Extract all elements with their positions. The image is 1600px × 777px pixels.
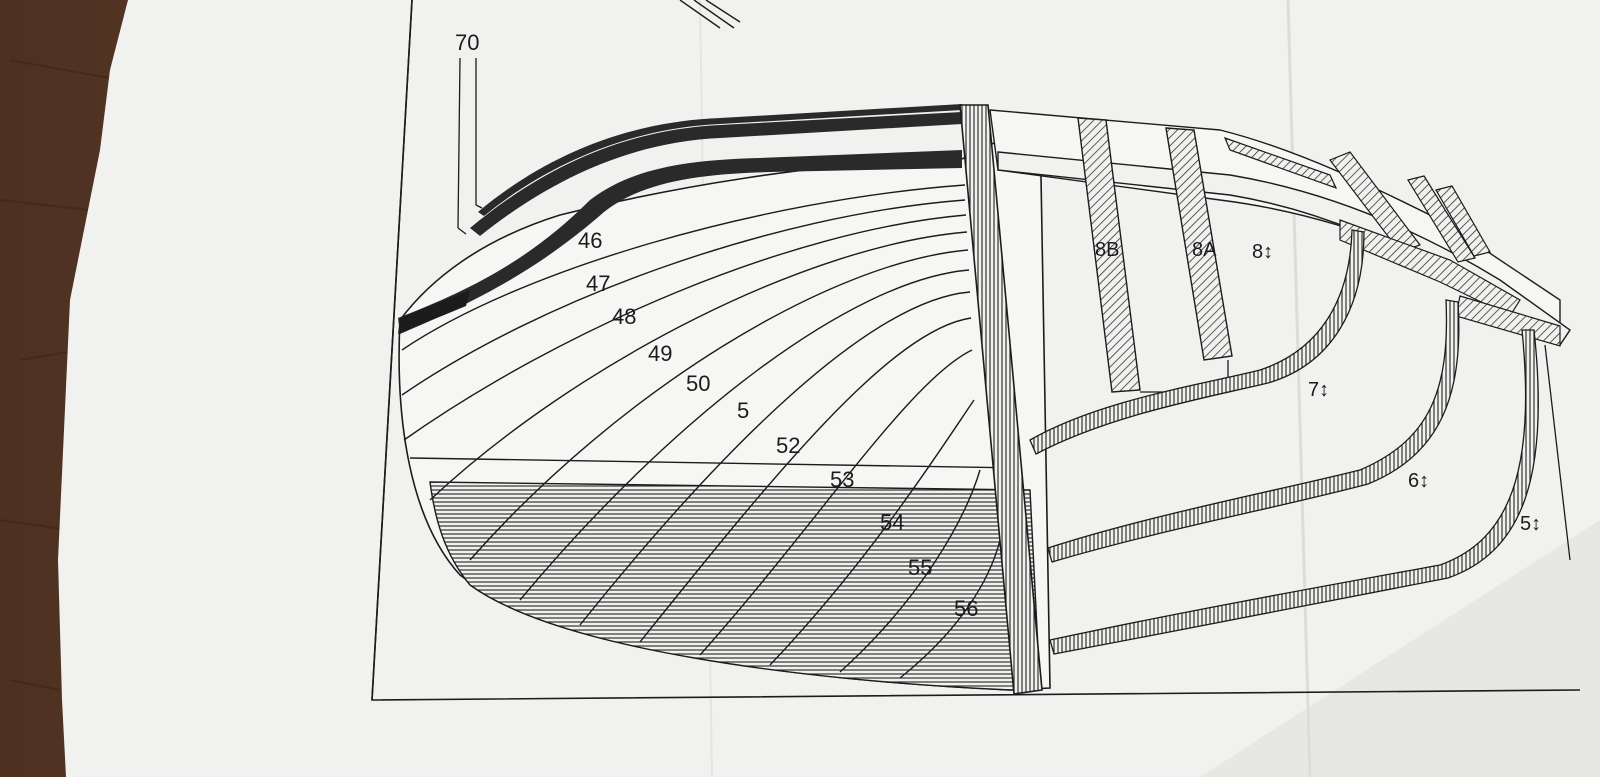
frame-5-line [1544, 344, 1571, 561]
bow-timber-3 [1435, 185, 1491, 257]
hull-hatched-area [429, 481, 1041, 691]
label-46: 46 [578, 228, 602, 253]
label-frame-6: 6↕ [1408, 470, 1429, 492]
frame-7-curve [1047, 299, 1460, 563]
gunwale-top-rail [470, 112, 962, 236]
label-frame-7: 7↕ [1308, 379, 1329, 401]
label-53: 53 [830, 467, 854, 492]
label-49: 49 [648, 341, 672, 366]
stem-post [959, 104, 1043, 695]
leader-70 [457, 57, 483, 235]
label-56: 56 [954, 596, 978, 621]
bowsprit-beam [997, 151, 1571, 346]
label-70: 70 [455, 30, 479, 55]
label-48: 48 [612, 304, 636, 329]
planking-lines [401, 184, 1001, 679]
part-labels: 70 46 47 48 49 50 5 52 53 54 55 56 8B 8A… [455, 30, 1541, 621]
frame-8a [1165, 127, 1233, 361]
label-frame-8a: 8A [1192, 239, 1217, 261]
bow-timber-1 [1329, 151, 1421, 253]
paper-shadow [1200, 520, 1600, 777]
waterline [409, 457, 1021, 469]
label-52: 52 [776, 433, 800, 458]
bow-timber-2 [1407, 175, 1476, 263]
label-frame-8b: 8B [1095, 239, 1119, 261]
frame-left-edge [371, 0, 413, 701]
label-50: 50 [686, 371, 710, 396]
frame-8b [1077, 117, 1141, 393]
frame-6-curve [1049, 329, 1539, 655]
gunwale-fore-edge [398, 290, 470, 334]
wood-grain [0, 59, 121, 691]
rigging-lines [679, 0, 741, 29]
label-55: 55 [908, 555, 932, 580]
gunwale-main-rail [398, 150, 962, 334]
cathead-strip [1223, 136, 1338, 190]
label-frame-8: 8↕ [1252, 241, 1273, 263]
label-47: 47 [586, 271, 610, 296]
label-51: 5 [737, 398, 749, 423]
paper-fold [1286, 0, 1312, 777]
label-frame-5: 5↕ [1520, 513, 1541, 535]
label-54: 54 [880, 510, 904, 535]
frame-8-curve [1029, 229, 1365, 455]
